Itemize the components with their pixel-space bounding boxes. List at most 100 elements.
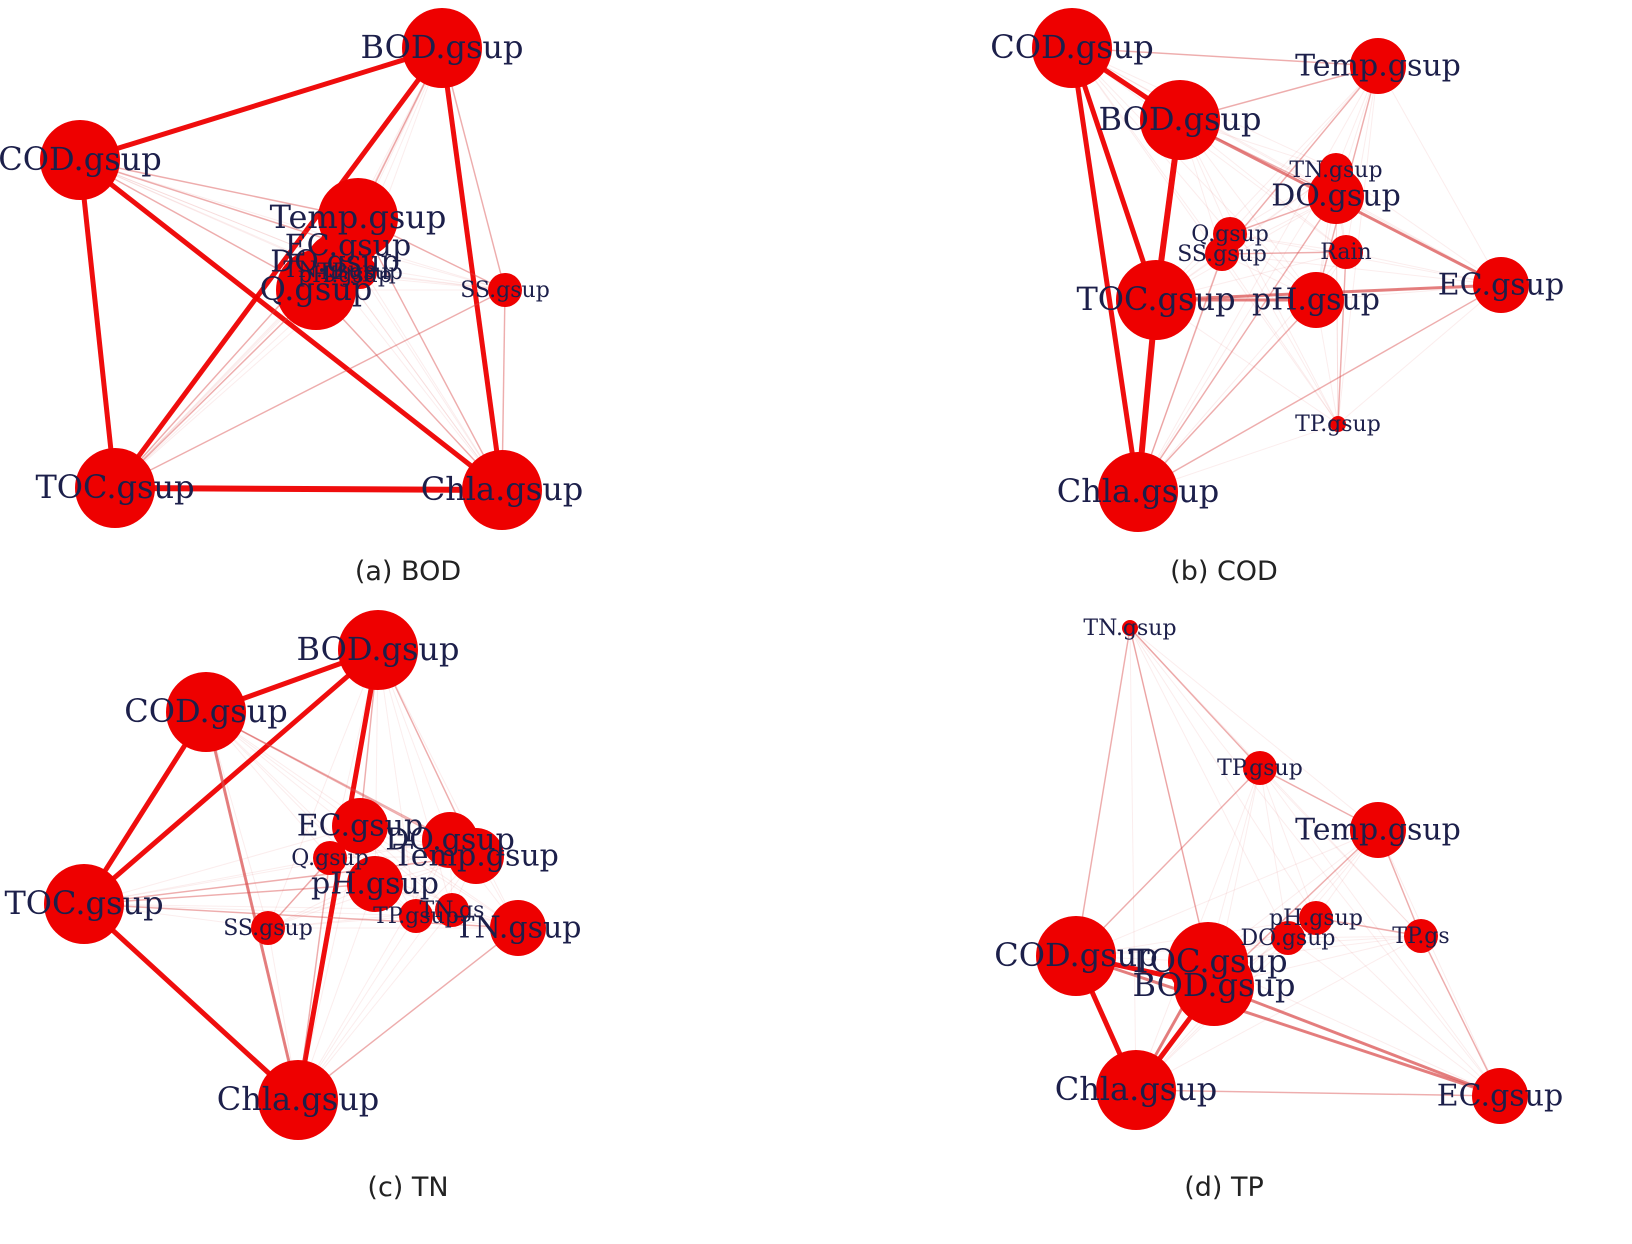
edge-toc-temp (83, 855, 477, 905)
edge-faint (1221, 65, 1379, 255)
node-tn (1122, 620, 1138, 636)
node-label-do: DO.gsup (270, 245, 400, 280)
node-toc (1116, 260, 1196, 340)
node-label-toc: TOC.gsup (35, 468, 194, 506)
edge-faint (1075, 829, 1379, 957)
node-label-chla: Chla.gsup (217, 1080, 380, 1118)
node-ec (1473, 257, 1529, 313)
edge-faint (1229, 233, 1339, 425)
node-tp (1404, 919, 1438, 953)
node-label-toc: TOC.gsup (4, 884, 163, 922)
node-label-temp: Temp.gsup (393, 839, 559, 874)
node-cod (166, 672, 246, 752)
edge-faint (357, 217, 503, 491)
edge-cod-temp (79, 159, 359, 219)
edge-cod-q (79, 159, 317, 291)
edge-faint (83, 857, 331, 905)
edge-tn-cod (1075, 627, 1131, 957)
node-label-bod: BOD.gsup (296, 630, 459, 668)
label-layer: BOD.gsupCOD.gsupEC.gsupDO.gsupTemp.gsupQ… (4, 630, 581, 1118)
edge-faint (1129, 627, 1317, 919)
node-label-ph: pH.gsup (1252, 283, 1380, 318)
node-label-chla: Chla.gsup (1057, 472, 1220, 510)
edge-faint (83, 903, 417, 917)
edge-cod-ec (1075, 954, 1501, 1098)
edge-chla-q (1137, 233, 1231, 493)
node-label-ec: EC.gsup (1438, 268, 1564, 303)
edge-faint (1259, 767, 1422, 937)
node-label-bod: BOD.gsup (1132, 966, 1295, 1004)
edge-faint (1129, 627, 1422, 937)
edge-faint (1137, 195, 1337, 493)
edge-bod-toc (112, 46, 445, 490)
node-ss (488, 273, 522, 307)
edge-chla-q (297, 857, 331, 1101)
edge-faint (114, 289, 506, 489)
node-tpg (1243, 751, 1277, 785)
edge-faint (1137, 169, 1337, 493)
node-label-ph: pH.gsup (298, 263, 392, 288)
edge-faint (205, 711, 451, 841)
edge-tp-ec (1420, 935, 1501, 1097)
node-tp (1330, 416, 1346, 432)
edge-faint (1179, 119, 1339, 425)
edge-faint (79, 159, 359, 219)
edge-faint (1229, 233, 1502, 286)
node-tn (490, 900, 546, 956)
edge-faint (1377, 829, 1501, 1097)
edge-toc-q (114, 289, 317, 489)
node-ss (1205, 237, 1239, 271)
edge-faint (1287, 935, 1422, 939)
edge-chla-do (1137, 195, 1337, 493)
edge-faint (83, 903, 453, 911)
edge-bod-toc (82, 648, 380, 906)
edge-faint (1071, 47, 1502, 286)
edge-cod-temp (1071, 47, 1379, 67)
edge-faint (1221, 253, 1339, 425)
node-cod (40, 120, 120, 200)
edge-faint (359, 271, 506, 291)
edge-faint (1377, 65, 1502, 286)
node-label-ss: SS.gsup (1177, 242, 1267, 267)
edge-faint (1137, 65, 1379, 493)
edge-faint (329, 269, 503, 491)
edge-chla-tn (297, 927, 519, 1101)
node-ec (332, 798, 388, 854)
node-label-q: Q.gsup (1191, 222, 1269, 247)
node-chla (462, 450, 542, 530)
edge-faint (1315, 917, 1501, 1097)
node-label-tp: TP.gsup (373, 904, 459, 929)
node-bod (1140, 80, 1220, 160)
edge-faint (1207, 961, 1501, 1097)
node-q (313, 841, 347, 875)
node-layer (44, 610, 546, 1140)
edge-cod-toc (77, 159, 118, 489)
node-label-chla: Chla.gsup (421, 470, 584, 508)
edge-faint (441, 47, 506, 291)
node-label-cod: COD.gsup (124, 692, 287, 730)
edge-faint (79, 159, 506, 291)
node-temp (448, 828, 504, 884)
node-label-tn: TN.gsup (283, 258, 376, 283)
node-label-q: Q.gsup (291, 846, 369, 871)
edge-faint (1071, 47, 1347, 253)
node-ec (1472, 1068, 1528, 1124)
edge-faint (1137, 284, 1502, 493)
node-label-temp: Temp.gsup (1295, 813, 1461, 848)
node-label-bod: BOD.gsup (1098, 100, 1261, 138)
node-temp (1350, 38, 1406, 94)
node-label-tpg: TP.gsup (1217, 756, 1303, 781)
edge-temp-ss (1221, 65, 1379, 255)
edge-faint (1335, 169, 1502, 286)
node-do (1271, 921, 1305, 955)
edge-chla-temp (357, 217, 503, 491)
edge-faint (1337, 251, 1347, 425)
node-label-toc: TOC.gsup (1128, 942, 1287, 980)
node-ph (1288, 272, 1344, 328)
node-label-cod: COD.gsup (994, 936, 1157, 974)
